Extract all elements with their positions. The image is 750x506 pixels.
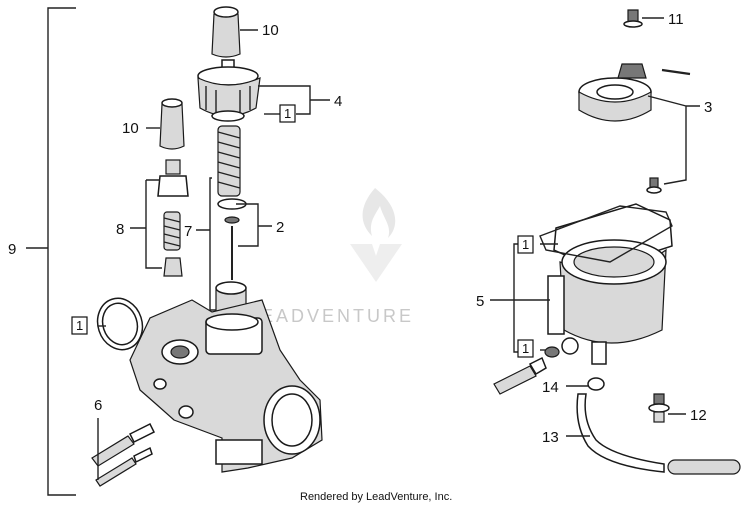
watermark-logo bbox=[350, 188, 402, 282]
carburetor-body bbox=[129, 299, 323, 473]
svg-text:1: 1 bbox=[522, 341, 529, 356]
drain-screw bbox=[493, 356, 547, 395]
callout-2: 2 bbox=[276, 219, 284, 236]
assembly-bracket bbox=[26, 7, 76, 496]
callout-10-top: 10 bbox=[262, 22, 279, 39]
chamber-set-screw bbox=[648, 393, 670, 423]
vacuum-cap-top bbox=[211, 6, 241, 58]
render-credit: Rendered by LeadVenture, Inc. bbox=[300, 491, 452, 503]
callout-7: 7 bbox=[184, 223, 192, 240]
callout-9: 9 bbox=[8, 241, 16, 258]
drain-screw-seal bbox=[544, 346, 560, 358]
callout-box-1-left: 1 bbox=[71, 316, 88, 335]
drain-tube bbox=[576, 393, 741, 475]
fitting-and-spring-set bbox=[157, 159, 189, 277]
float-chamber bbox=[547, 203, 673, 365]
vacuum-cap-left bbox=[159, 98, 185, 150]
callout-4: 4 bbox=[334, 93, 342, 110]
callout-3: 3 bbox=[704, 99, 712, 116]
leader-lines bbox=[97, 17, 700, 480]
callout-10-left: 10 bbox=[122, 120, 139, 137]
float-bowl-screw bbox=[623, 9, 643, 28]
svg-text:1: 1 bbox=[76, 318, 83, 333]
svg-text:1: 1 bbox=[284, 106, 291, 121]
float-pin-screw bbox=[646, 177, 662, 194]
o-ring-left bbox=[96, 297, 144, 351]
callout-5: 5 bbox=[476, 293, 484, 310]
callout-6: 6 bbox=[94, 397, 102, 414]
callout-13: 13 bbox=[542, 429, 559, 446]
tube-clip bbox=[587, 377, 605, 391]
watermark-text: LEADVENTURE bbox=[248, 306, 414, 326]
throttle-valve-spring bbox=[217, 125, 241, 197]
callout-8: 8 bbox=[116, 221, 124, 238]
needle-clip-and-washer bbox=[217, 198, 247, 280]
carburetor-top-cover bbox=[197, 59, 261, 122]
float-chamber-gasket bbox=[539, 205, 673, 263]
adjust-screw-set bbox=[91, 422, 156, 487]
float bbox=[578, 63, 691, 122]
callout-11: 11 bbox=[668, 11, 684, 28]
callout-box-1-seal: 1 bbox=[517, 339, 534, 358]
svg-text:1: 1 bbox=[522, 237, 529, 252]
callout-12: 12 bbox=[690, 407, 707, 424]
callout-14: 14 bbox=[542, 379, 559, 396]
callout-box-1-gasket: 1 bbox=[517, 235, 534, 254]
callout-box-1-top: 1 bbox=[279, 104, 296, 123]
